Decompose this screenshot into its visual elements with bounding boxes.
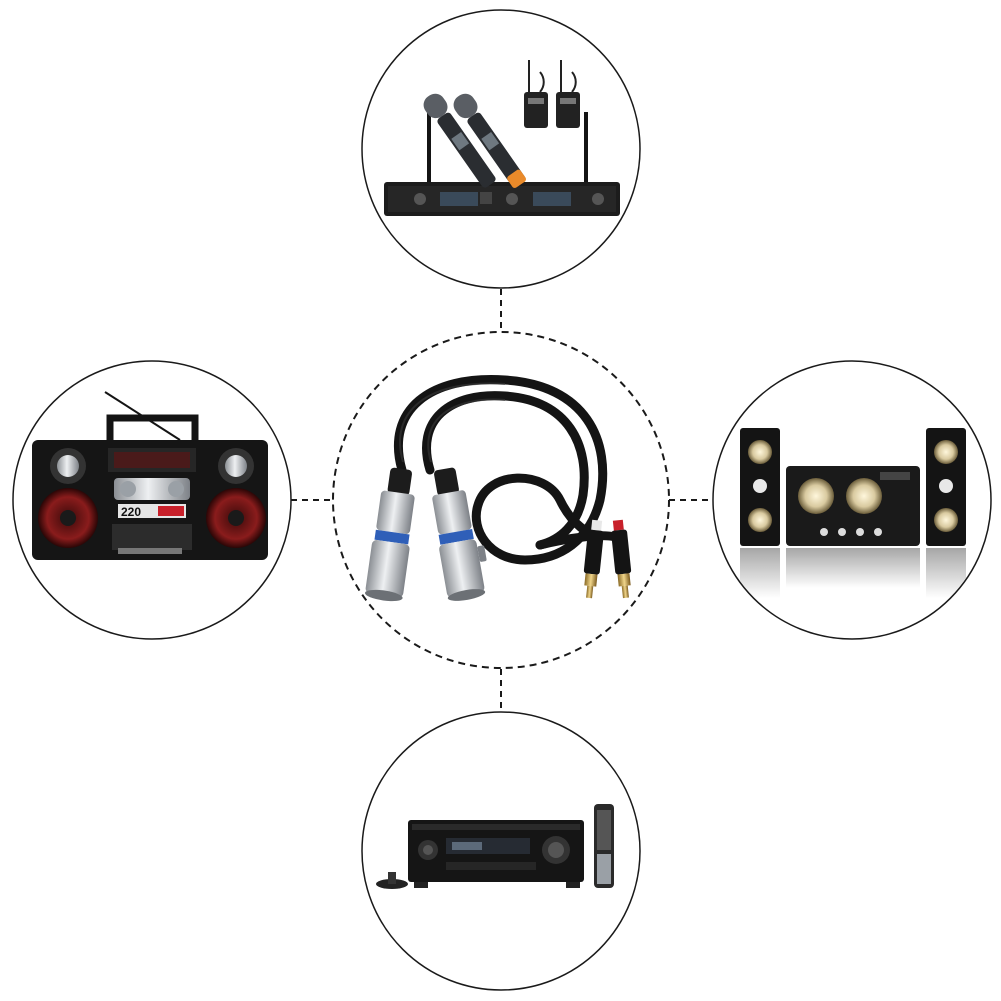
connector-lines: [291, 289, 712, 712]
xlr-connector-left: [364, 467, 415, 602]
device-top: [361, 9, 641, 289]
center-hub: [332, 331, 670, 669]
xlr-connector-right: [432, 467, 487, 601]
rca-connector-red: [611, 519, 632, 599]
device-right: [712, 360, 992, 640]
device-bottom: [361, 711, 641, 991]
cable-xlr-to-rca-icon: [364, 375, 632, 602]
rca-connector-white: [583, 519, 604, 599]
av-receiver-icon: [376, 804, 614, 889]
device-left: 220: [12, 360, 292, 640]
speaker-system-icon: [740, 428, 966, 598]
boombox-radio-icon: 220: [32, 391, 268, 560]
wireless-microphone-system-icon: [384, 60, 620, 216]
boombox-display-text: 220: [121, 505, 141, 519]
